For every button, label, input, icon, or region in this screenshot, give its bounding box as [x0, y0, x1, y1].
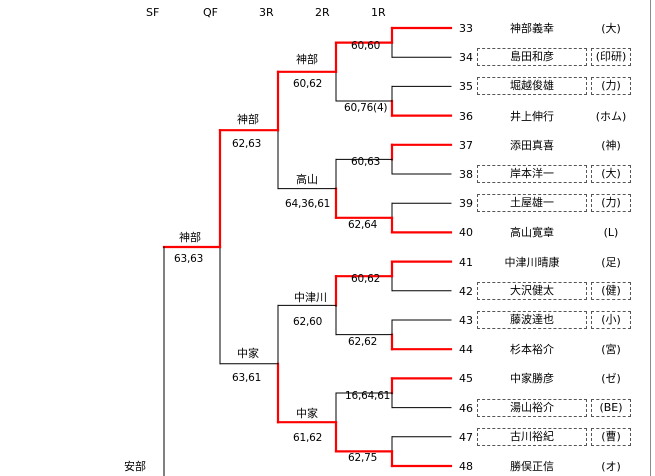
entry-seed: 37: [459, 138, 473, 152]
entry-team: (BE): [591, 398, 631, 417]
entry-team: (足): [601, 255, 621, 269]
window-edge: [650, 0, 651, 476]
entry-seed: 45: [459, 372, 473, 386]
entry-seed: 34: [459, 51, 473, 65]
entry-name: 岸本洋一: [477, 165, 587, 183]
entry-name: 中津川晴康: [504, 255, 560, 269]
r2-score: 60,62: [293, 78, 323, 90]
entry-seed: 35: [459, 80, 473, 94]
r2-winner: 中家: [296, 407, 318, 420]
r3-score: 63,61: [232, 372, 262, 384]
round-header-qf: QF: [203, 6, 218, 19]
entry-seed: 41: [459, 255, 473, 269]
entry-name: 大沢健太: [477, 281, 587, 300]
r1-score: 60,63: [351, 156, 381, 169]
entry-name: 堀越俊雄: [477, 77, 587, 96]
entry-seed: 39: [459, 197, 473, 211]
entry-seed: 33: [459, 22, 473, 35]
entry-team: (L): [603, 226, 619, 240]
r2-score: 64,36,61: [285, 198, 331, 210]
entry-seed: 42: [459, 284, 473, 298]
entry-team: (健): [591, 281, 631, 300]
r2-winner: 中津川: [294, 291, 327, 304]
entry-name: 杉本裕介: [510, 343, 554, 357]
r2-score: 61,62: [293, 432, 323, 444]
entry-team: (大): [591, 165, 631, 183]
r1-score: 60,62: [351, 273, 381, 286]
entry-name: 神部義幸: [510, 22, 554, 35]
qf-winner: 神部: [179, 231, 201, 244]
entry-team: (小): [591, 311, 631, 329]
qf-score: 63,63: [174, 253, 204, 265]
entry-team: (力): [591, 77, 631, 96]
r1-score: 60,76(4): [344, 102, 388, 114]
entry-name: 土屋雄一: [477, 194, 587, 213]
r1-score: 16,64,61: [345, 390, 391, 402]
entry-name: 井上伸行: [510, 109, 554, 123]
entry-seed: 36: [459, 109, 473, 123]
r2-winner: 高山: [296, 173, 318, 186]
entry-seed: 40: [459, 226, 473, 240]
round-header-1r: 1R: [371, 6, 386, 19]
entry-seed: 38: [459, 168, 473, 181]
entry-team: (大): [601, 22, 621, 35]
entry-team: (印研): [591, 48, 631, 67]
entry-seed: 47: [459, 430, 473, 444]
r2-winner: 神部: [296, 53, 318, 66]
entry-seed: 48: [459, 460, 473, 473]
entry-name: 藤波達也: [477, 311, 587, 329]
entry-team: (ゼ): [601, 372, 621, 386]
r1-score: 62,62: [348, 335, 378, 348]
entry-name: 添田真喜: [510, 138, 554, 152]
entry-name: 古川裕紀: [477, 427, 587, 446]
entry-seed: 44: [459, 343, 473, 357]
sf-winner: 安部: [124, 460, 146, 473]
r1-score: 62,64: [348, 218, 378, 231]
entry-team: (宮): [601, 343, 621, 357]
entry-seed: 43: [459, 314, 473, 327]
r1-score: 62,75: [348, 452, 378, 465]
entry-name: 中家勝彦: [510, 372, 554, 386]
entry-team: (オ): [601, 460, 621, 473]
r1-score: 60,60: [351, 39, 381, 52]
entry-team: (ホム): [595, 109, 627, 123]
entry-team: (曹): [591, 427, 631, 446]
r3-score: 62,63: [232, 138, 262, 150]
round-header-2r: 2R: [315, 6, 330, 19]
entry-name: 高山寛章: [510, 226, 554, 240]
entry-name: 湯山裕介: [477, 398, 587, 417]
r2-score: 62,60: [293, 316, 323, 328]
round-header-3r: 3R: [259, 6, 274, 19]
r3-winner: 中家: [237, 347, 259, 360]
entry-team: (神): [601, 138, 621, 152]
round-header-sf: SF: [146, 6, 160, 19]
entry-team: (力): [591, 194, 631, 213]
entry-seed: 46: [459, 401, 473, 415]
entry-name: 勝俣正信: [510, 460, 554, 473]
r3-winner: 神部: [237, 113, 259, 126]
entry-name: 島田和彦: [477, 48, 587, 67]
